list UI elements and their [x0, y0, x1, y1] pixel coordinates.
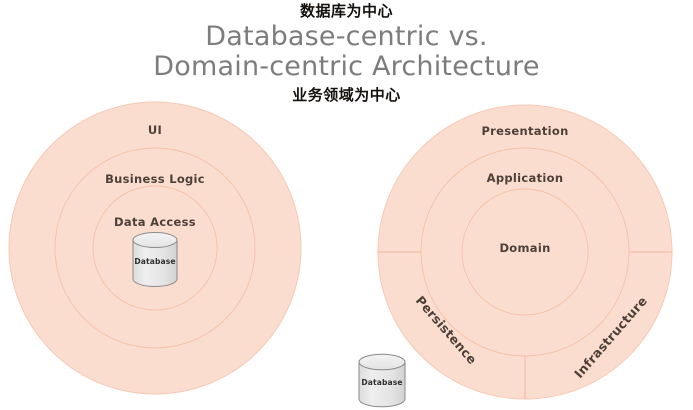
ring-label-business-logic: Business Logic [105, 172, 205, 186]
database-label-left: Database [134, 257, 175, 266]
ring-label-ui: UI [148, 123, 162, 137]
domain-centric-diagram: Presentation Application Domain Persiste… [358, 104, 673, 408]
ring-label-data-access: Data Access [114, 215, 196, 229]
cylinder-top [132, 232, 178, 248]
cylinder-body [358, 361, 406, 408]
database-centric-diagram: UI Business Logic Data Access Database [8, 101, 302, 395]
database-cylinder-left: Database [132, 232, 178, 287]
cylinder-top [358, 353, 406, 371]
cylinder-body [132, 239, 178, 287]
ring-label-application: Application [487, 171, 564, 185]
ring-label-domain: Domain [499, 241, 550, 255]
ring-domain [461, 188, 589, 316]
database-label-right: Database [361, 378, 402, 387]
ring-label-presentation: Presentation [481, 124, 568, 138]
database-cylinder-right: Database [358, 353, 406, 408]
